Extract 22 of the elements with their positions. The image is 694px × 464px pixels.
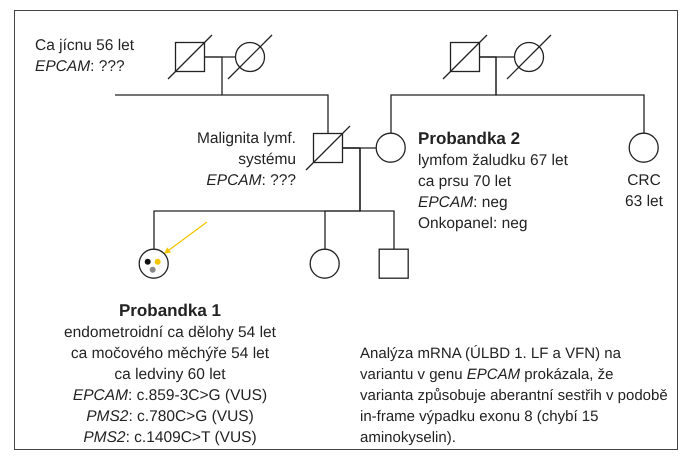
pedigree-line [205,56,329,133]
diagnosis-note: CRC 63 let [624,171,664,212]
diagnosis-note: Ca jícnu 56 let [35,36,134,56]
diagnosis-note: PMS2: c.780C>G (VUS) [86,407,254,427]
diagnosis-note: EPCAM: ??? [35,57,125,77]
pedigree-line [480,56,645,133]
diagnosis-note: endometroidní ca dělohy 54 let [64,323,276,343]
diagnosis-note: EPCAM: c.859-3C>G (VUS) [72,386,268,406]
diagnosis-note: Onkopanel: neg [418,214,528,234]
analysis-note: Analýza mRNA (ÚLBD 1. LF a VFN) na variantu v genu EPCAM prokázala, že varianta způsobuje aberantní sestřih v podobě in-frame výpadku exonu 8 (chybí 15 aminokyselin). [360,344,669,448]
diagnosis-note: lymfom žaludku 67 let [418,151,568,171]
proband-heading: Probandka 1 [118,300,222,321]
diagnosis-note: Malignita lymf. systému [196,129,296,170]
pedigree-line [343,147,395,249]
proband-arrow [164,221,208,254]
diagnosis-note: ca močového měchýře 54 let [70,344,270,364]
diagnosis-note: ca ledviny 60 let [114,365,226,385]
diagnosis-note: ca prsu 70 let [418,172,512,192]
proband-heading: Probandka 2 [418,128,520,149]
diagnosis-note: EPCAM: ??? [206,171,296,191]
diagnosis-note: EPCAM: neg [418,193,508,213]
diagnosis-note: PMS2: c.1409C>T (VUS) [83,428,257,448]
